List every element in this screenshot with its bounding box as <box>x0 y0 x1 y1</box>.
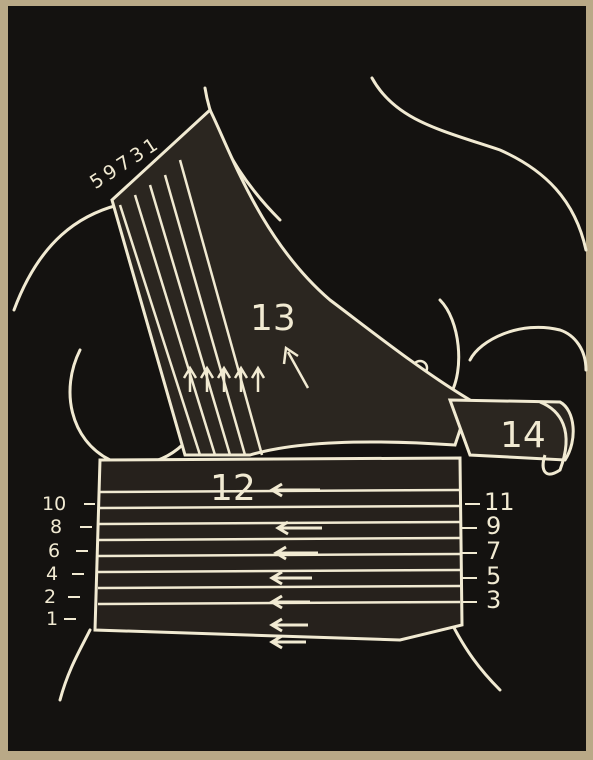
right-number: 9 <box>486 512 501 540</box>
left-number: 6 <box>48 540 60 562</box>
bandage-12-label: 12 <box>210 468 256 509</box>
thoracic-bandage <box>64 458 480 648</box>
bandage-14-label: 14 <box>500 415 546 456</box>
left-number: 8 <box>50 516 62 538</box>
bandage-13-label: 13 <box>250 298 296 339</box>
left-number: 1 <box>46 608 58 630</box>
right-number: 3 <box>486 586 501 614</box>
left-number: 10 <box>42 493 66 515</box>
left-number: 4 <box>46 563 58 585</box>
right-number: 7 <box>486 537 501 565</box>
left-number: 2 <box>44 586 56 608</box>
